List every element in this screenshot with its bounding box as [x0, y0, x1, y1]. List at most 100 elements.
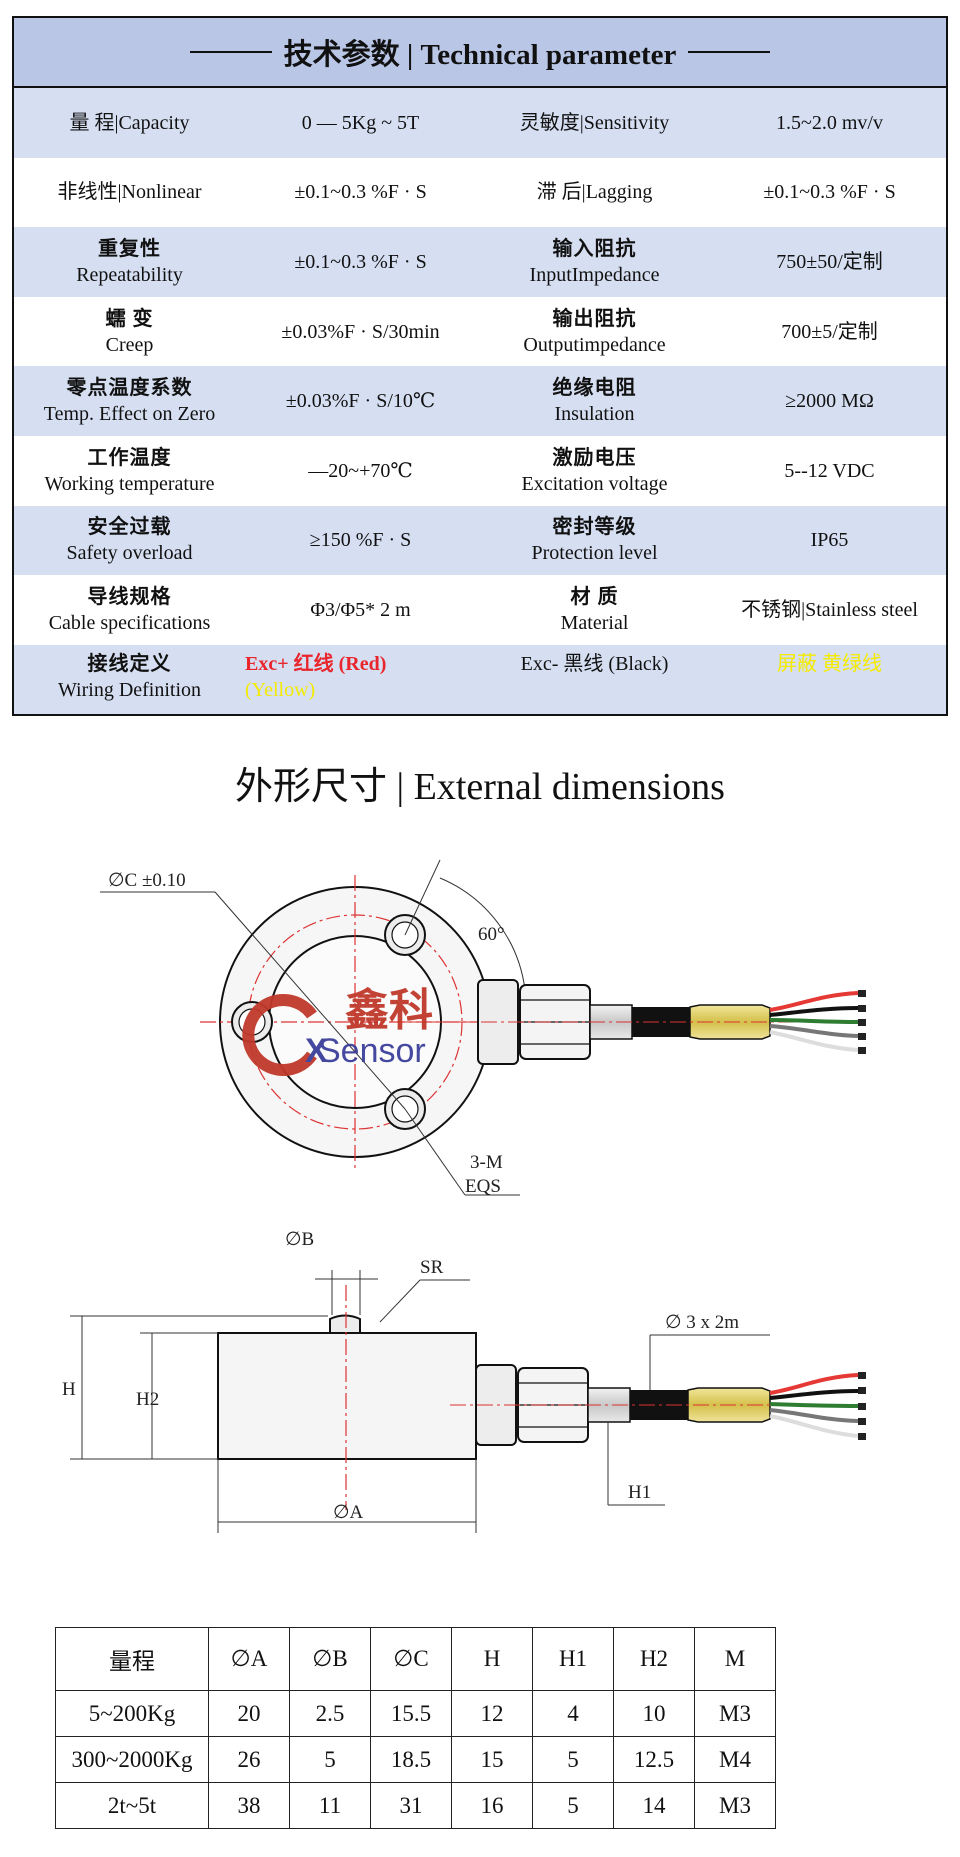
parameter-cell: ±0.03%F · S/10℃	[245, 366, 476, 436]
parameter-value: 不锈钢|Stainless steel	[741, 598, 918, 621]
phi-b-label: ∅B	[285, 1229, 314, 1250]
parameter-value: ±0.1~0.3 %F · S	[763, 181, 896, 204]
parameter-text: 非线性|Nonlinear	[57, 181, 202, 204]
parameter-text: Cable specifications	[48, 611, 211, 634]
table-cell: 26	[208, 1736, 290, 1783]
parameter-text: Outputimpedance	[523, 333, 666, 356]
h1-label: H1	[628, 1482, 651, 1503]
hole-label-2: EQS	[465, 1176, 501, 1197]
table-cell: 12	[451, 1690, 533, 1737]
table-header-cell: H1	[532, 1627, 614, 1691]
table-header: 技术参数 | Technical parameter	[14, 18, 946, 88]
parameter-text: 导线规格	[87, 585, 172, 608]
table-cell: 5	[532, 1736, 614, 1783]
parameter-text: 输入阻抗	[552, 237, 637, 260]
parameter-cell: ≥150 %F · S	[245, 506, 476, 576]
parameter-text: InputImpedance	[529, 263, 660, 286]
hole-label-1: 3-M	[470, 1152, 503, 1173]
side-cable-wires	[769, 1373, 859, 1438]
exc-minus-text: Exc- 黑线 (Black)	[520, 652, 669, 675]
parameter-text: 输出阻抗	[552, 307, 637, 330]
table-cell: 300~2000Kg	[55, 1736, 209, 1783]
parameter-text: Temp. Effect on Zero	[43, 403, 216, 426]
side-view-drawing: ∅B SR H H2 ∅A ∅ 3 x 2m H1	[62, 1229, 866, 1533]
parameter-cell: 灵敏度|Sensitivity	[476, 88, 713, 158]
parameter-text: Working temperature	[44, 472, 215, 495]
exc-plus-text: Exc+ 红线 (Red)	[245, 652, 387, 675]
table-title: 技术参数 | Technical parameter	[283, 39, 677, 71]
parameter-cell: 750±50/定制	[713, 227, 946, 297]
parameter-text: 材 质	[570, 585, 619, 608]
table-header-cell: ∅C	[370, 1627, 452, 1691]
parameter-text: 安全过载	[87, 516, 172, 539]
brand-logo: X 鑫科 Sensor	[242, 985, 433, 1076]
parameter-text: 密封等级	[552, 516, 637, 539]
parameter-value: 700±5/定制	[781, 320, 878, 343]
table-cell: 20	[208, 1690, 290, 1737]
phi-a-label: ∅A	[333, 1502, 364, 1523]
wiring-exc-plus: Exc+ 红线 (Red) (Yellow)	[245, 645, 476, 715]
table-cell: 31	[370, 1782, 452, 1829]
parameter-cell: 0 — 5Kg ~ 5T	[245, 88, 476, 158]
phi-c-label: ∅C ±0.10	[108, 870, 186, 891]
table-cell: 5	[532, 1782, 614, 1829]
parameter-text: 灵敏度|Sensitivity	[519, 111, 670, 134]
table-cell: M3	[694, 1782, 776, 1829]
dimensions-title-text: 外形尺寸 | External dimensions	[235, 766, 725, 808]
parameter-cell: ≥2000 MΩ	[713, 366, 946, 436]
parameter-value: 5--12 VDC	[784, 459, 875, 482]
dimensions-title: 外形尺寸 | External dimensions	[0, 755, 960, 810]
parameter-value: IP65	[810, 529, 849, 552]
parameter-text: Safety overload	[66, 542, 193, 565]
title-dash-right	[688, 51, 771, 53]
parameter-cell: 滞 后|Lagging	[476, 158, 713, 228]
table-cell: 2.5	[289, 1690, 371, 1737]
title-dash-left	[189, 51, 272, 53]
cable-label: ∅ 3 x 2m	[665, 1312, 739, 1333]
table-cell: 10	[613, 1690, 695, 1737]
angle-label: 60°	[478, 924, 505, 945]
parameter-cell: ±0.03%F · S/30min	[245, 297, 476, 367]
wiring-exc-minus: Exc- 黑线 (Black)	[476, 645, 713, 715]
table-cell: 2t~5t	[55, 1782, 209, 1829]
parameter-value: ≥2000 MΩ	[785, 390, 874, 413]
shield-en-text: (Yellow)	[245, 678, 316, 701]
parameter-cell: 非线性|Nonlinear	[14, 158, 245, 228]
parameter-value: 750±50/定制	[776, 250, 883, 273]
parameter-cell: Φ3/Φ5* 2 m	[245, 575, 476, 645]
sr-label: SR	[420, 1257, 444, 1278]
load-button	[329, 1314, 361, 1334]
parameter-value: —20~+70℃	[308, 459, 413, 482]
table-cell: M3	[694, 1690, 776, 1737]
table-cell: 38	[208, 1782, 290, 1829]
body-cylinder	[217, 1332, 477, 1460]
parameter-value: ±0.03%F · S/30min	[281, 320, 440, 343]
parameter-cell: 5--12 VDC	[713, 436, 946, 506]
parameter-value: ≥150 %F · S	[309, 529, 412, 552]
table-header-cell: ∅B	[289, 1627, 371, 1691]
parameter-cell: 导线规格 Cable specifications	[14, 575, 245, 645]
table-header-cell: H2	[613, 1627, 695, 1691]
parameter-value: ±0.1~0.3 %F · S	[294, 250, 427, 273]
brand-en: Sensor	[318, 1032, 426, 1070]
table-cell: M4	[694, 1736, 776, 1783]
table-cell: 15.5	[370, 1690, 452, 1737]
table-cell: 14	[613, 1782, 695, 1829]
